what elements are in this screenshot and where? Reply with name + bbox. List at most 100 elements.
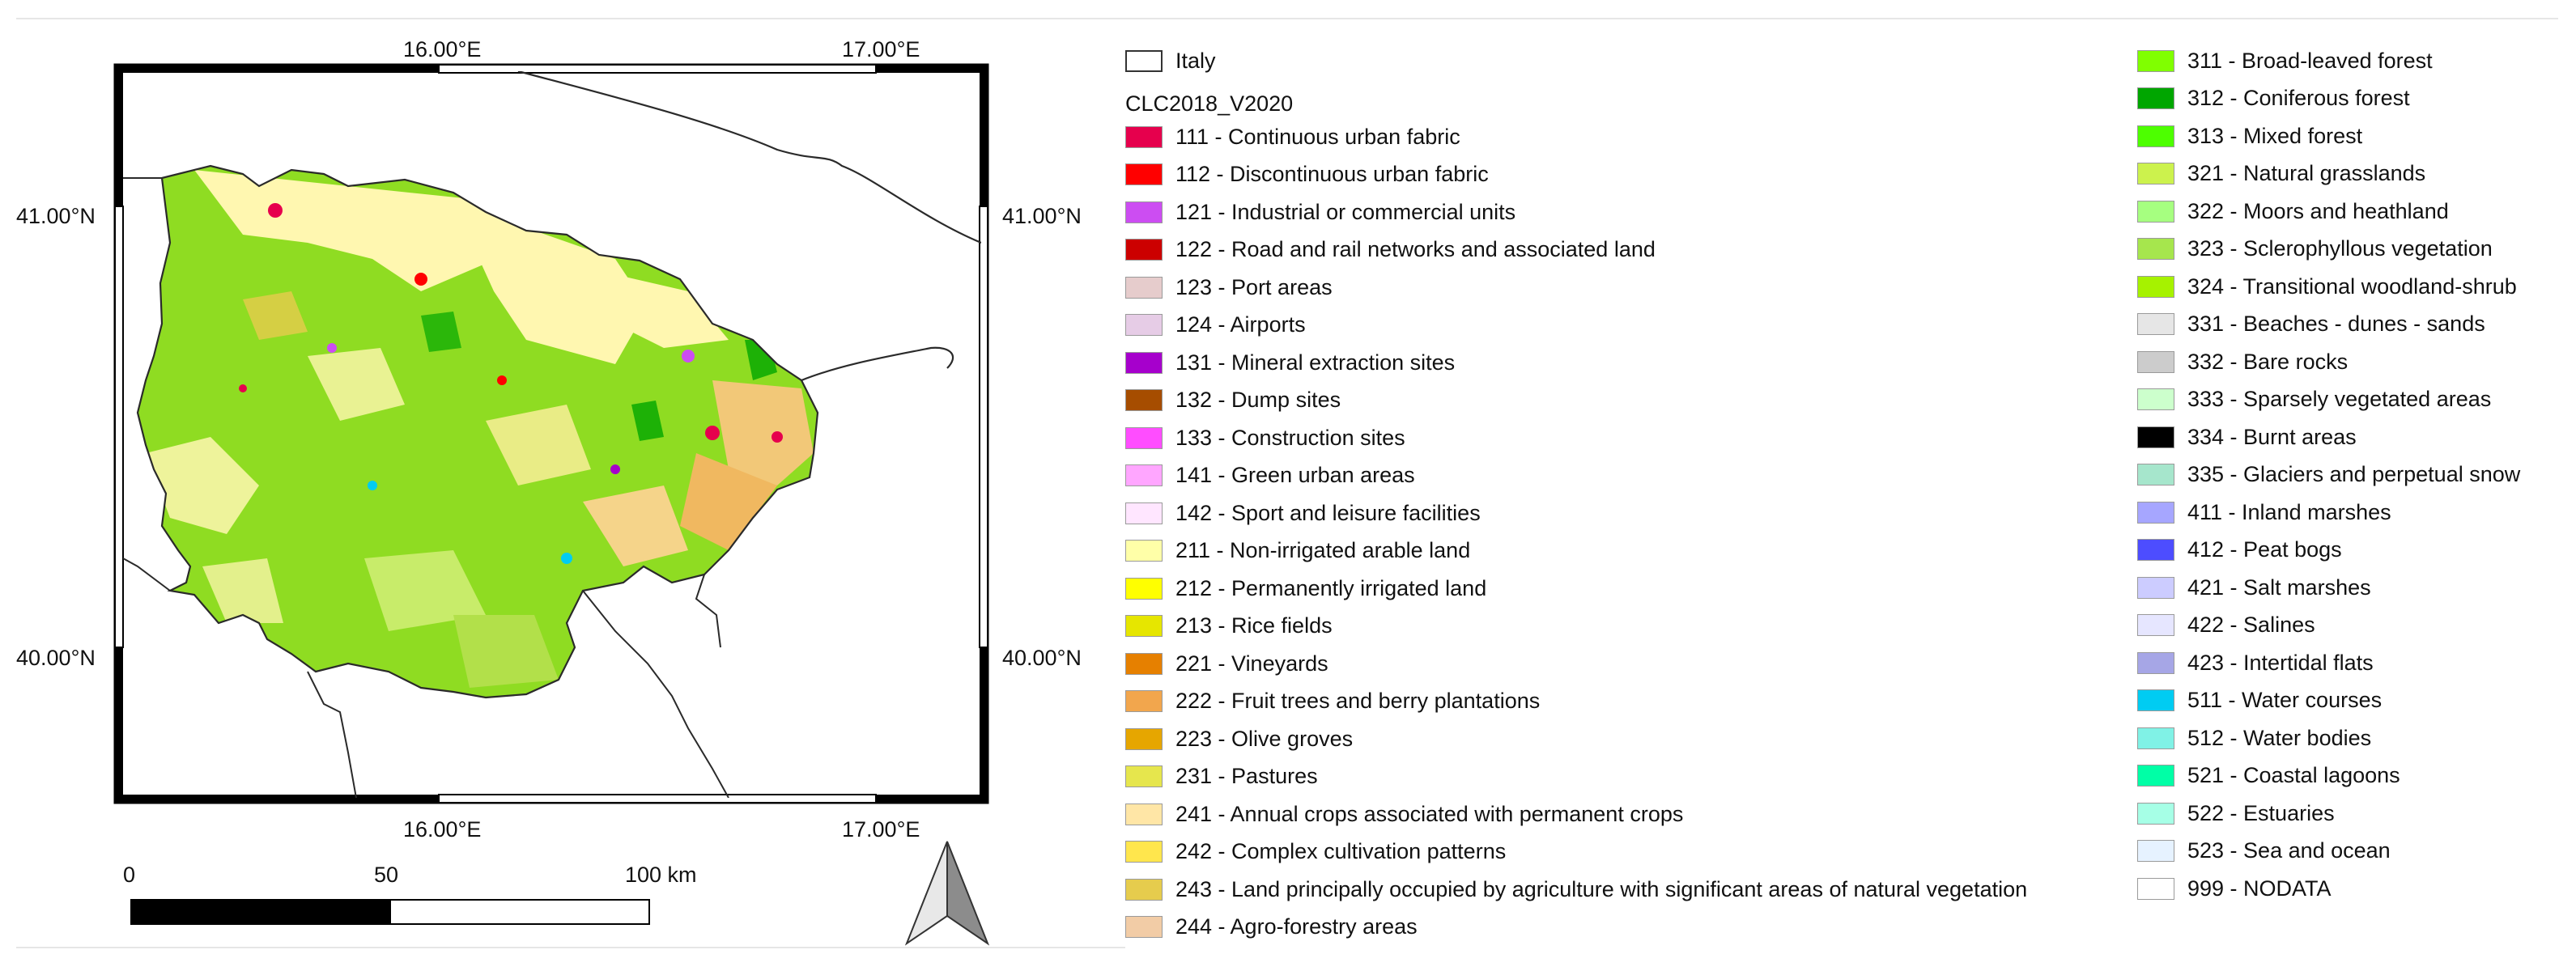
legend-item: 412 - Peat bogs	[2137, 535, 2342, 566]
legend-item: 324 - Transitional woodland-shrub	[2137, 271, 2517, 302]
legend-label: 211 - Non-irrigated arable land	[1175, 538, 1471, 562]
longitude-label-bottom-16: 16.00°E	[403, 817, 482, 842]
legend-label: 132 - Dump sites	[1175, 388, 1341, 412]
legend-swatch	[2137, 614, 2174, 636]
legend-label: 332 - Bare rocks	[2187, 349, 2349, 374]
coastline-ionian	[801, 346, 954, 382]
map-canvas[interactable]	[0, 24, 1117, 963]
legend-item: 223 - Olive groves	[1125, 723, 1353, 754]
legend-swatch	[1125, 540, 1163, 562]
land-cover-patches	[146, 170, 814, 688]
legend-item: 323 - Sclerophyllous vegetation	[2137, 234, 2493, 265]
legend-item: 111 - Continuous urban fabric	[1125, 121, 1460, 152]
legend-label: 412 - Peat bogs	[2187, 537, 2342, 562]
legend-swatch	[1125, 878, 1163, 901]
legend-swatch	[1125, 389, 1163, 411]
legend-item: 242 - Complex cultivation patterns	[1125, 837, 1506, 867]
legend-swatch	[1125, 615, 1163, 637]
legend-swatch	[2137, 87, 2174, 109]
legend-label: 111 - Continuous urban fabric	[1175, 124, 1460, 149]
legend-item: 423 - Intertidal flats	[2137, 647, 2374, 678]
legend-label: 221 - Vineyards	[1175, 651, 1328, 676]
legend-swatch	[2137, 539, 2174, 561]
legend-swatch	[1125, 502, 1163, 524]
legend-label: 522 - Estuaries	[2187, 800, 2335, 825]
legend-item: 132 - Dump sites	[1125, 385, 1341, 416]
legend-swatch	[2137, 501, 2174, 524]
legend-label: 333 - Sparsely vegetated areas	[2187, 387, 2492, 411]
legend-label: 512 - Water bodies	[2187, 725, 2372, 750]
north-arrow-icon	[904, 841, 990, 946]
legend-label: 222 - Fruit trees and berry plantations	[1175, 689, 1541, 713]
legend-swatch	[1125, 652, 1163, 675]
legend-swatch	[2137, 576, 2174, 599]
legend-item: 222 - Fruit trees and berry plantations	[1125, 686, 1540, 717]
legend-boundary-label: Italy	[1175, 48, 1216, 73]
legend-label: 321 - Natural grasslands	[2187, 161, 2426, 185]
latitude-label-right-41: 41.00°N	[1002, 204, 1082, 228]
legend-swatch	[1125, 276, 1163, 299]
legend-label: 423 - Intertidal flats	[2187, 650, 2374, 675]
legend-label: 422 - Salines	[2187, 613, 2315, 637]
legend-item: 211 - Non-irrigated arable land	[1125, 536, 1470, 566]
legend-item: 231 - Pastures	[1125, 761, 1318, 792]
legend-label: 311 - Broad-leaved forest	[2187, 48, 2433, 73]
legend-swatch	[2137, 49, 2174, 72]
legend-label: 242 - Complex cultivation patterns	[1175, 839, 1507, 863]
longitude-label-top-16: 16.00°E	[403, 37, 482, 61]
legend-item: 112 - Discontinuous urban fabric	[1125, 159, 1489, 190]
legend-swatch	[1125, 690, 1163, 712]
legend-swatch	[2137, 200, 2174, 223]
legend-swatch	[1125, 163, 1163, 185]
legend-boundary-item: Italy	[1125, 45, 1216, 76]
boundary-south-1	[307, 671, 357, 798]
legend-item: 333 - Sparsely vegetated areas	[2137, 384, 2491, 415]
legend-item: 411 - Inland marshes	[2137, 497, 2391, 528]
legend-item: 122 - Road and rail networks and associa…	[1125, 235, 1656, 265]
legend-swatch	[2137, 313, 2174, 335]
legend-boundary-swatch	[1125, 49, 1163, 72]
legend-item: 124 - Airports	[1125, 310, 1306, 341]
legend-item: 334 - Burnt areas	[2137, 422, 2357, 452]
legend-item: 512 - Water bodies	[2137, 723, 2371, 753]
legend-label: 241 - Annual crops associated with perma…	[1175, 801, 1684, 826]
legend-item: 241 - Annual crops associated with perma…	[1125, 799, 1683, 829]
top-divider	[16, 18, 2558, 19]
legend-swatch	[2137, 163, 2174, 184]
legend-label: 323 - Sclerophyllous vegetation	[2187, 236, 2493, 261]
latitude-label-left-40: 40.00°N	[16, 646, 96, 670]
legend-swatch	[1125, 916, 1163, 938]
legend-swatch	[1125, 727, 1163, 750]
legend-swatch	[1125, 577, 1163, 600]
legend-item: 212 - Permanently irrigated land	[1125, 573, 1486, 604]
legend-label: 511 - Water courses	[2187, 688, 2383, 712]
legend-label: 122 - Road and rail networks and associa…	[1175, 237, 1656, 261]
legend-item: 312 - Coniferous forest	[2137, 83, 2410, 114]
coastline-adriatic	[517, 71, 981, 244]
legend-swatch	[1125, 239, 1163, 261]
legend-item: 335 - Glaciers and perpetual snow	[2137, 460, 2520, 490]
legend-label: 123 - Port areas	[1175, 274, 1333, 299]
legend-item: 243 - Land principally occupied by agric…	[1125, 874, 2027, 905]
legend-label: 124 - Airports	[1175, 312, 1306, 337]
legend-label: 112 - Discontinuous urban fabric	[1175, 162, 1489, 186]
scale-bar	[130, 899, 650, 925]
legend-swatch	[2137, 275, 2174, 298]
legend-swatch	[2137, 350, 2174, 373]
legend-label: 212 - Permanently irrigated land	[1175, 575, 1487, 600]
legend-label: 334 - Burnt areas	[2187, 424, 2357, 449]
legend-swatch	[2137, 877, 2174, 900]
boundary-south-3	[695, 574, 721, 648]
legend-item: 332 - Bare rocks	[2137, 346, 2348, 377]
longitude-label-top-17: 17.00°E	[842, 37, 920, 61]
legend-swatch	[1125, 803, 1163, 825]
legend-item: 322 - Moors and heathland	[2137, 196, 2449, 227]
legend-label: 131 - Mineral extraction sites	[1175, 350, 1456, 375]
legend-swatch	[1125, 201, 1163, 223]
legend-label: 133 - Construction sites	[1175, 425, 1405, 450]
longitude-label-bottom-17: 17.00°E	[842, 817, 920, 842]
legend-label: 523 - Sea and ocean	[2187, 838, 2391, 863]
legend-label: 243 - Land principally occupied by agric…	[1175, 876, 2028, 901]
scale-tick-0: 0	[123, 863, 136, 887]
